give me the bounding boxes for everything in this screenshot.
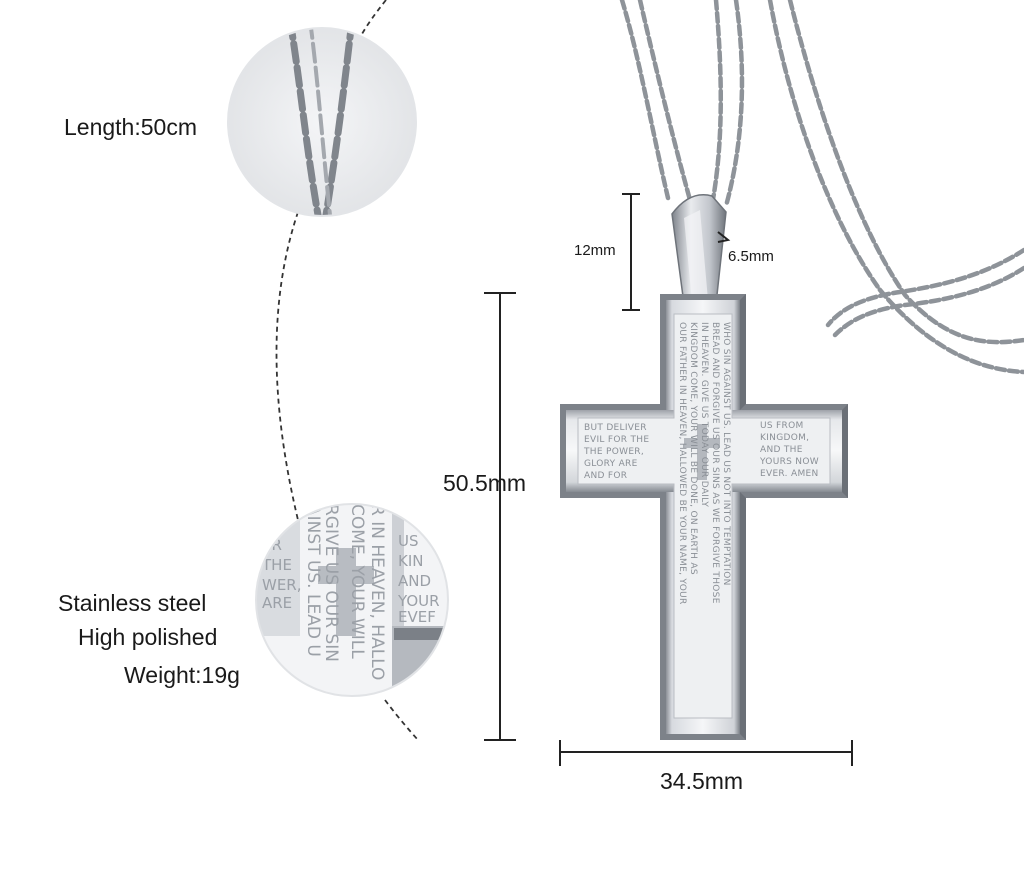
svg-text:THE POWER,: THE POWER,	[583, 447, 644, 457]
svg-text:AND THE: AND THE	[760, 445, 803, 455]
bail-height-label: 12mm	[574, 242, 616, 259]
chain-zoom-circle	[227, 27, 417, 217]
engraving-right-arm: US FROM KINGDOM, AND THE YOURS NOW EVER.…	[759, 421, 819, 479]
svg-text:AND FOR: AND FOR	[584, 471, 627, 481]
svg-text:RGIVE US OUR SIN: RGIVE US OUR SIN	[321, 504, 341, 662]
weight-label: Weight:19g	[124, 662, 240, 688]
svg-text:R IN HEAVEN, HALLO: R IN HEAVEN, HALLO	[367, 504, 387, 680]
cross-pendant: OUR FATHER IN HEAVEN, HALLOWED BE YOUR N…	[560, 294, 848, 740]
svg-text:ARE: ARE	[262, 594, 292, 612]
cross-width-label: 34.5mm	[660, 768, 744, 794]
chain	[619, 0, 1024, 375]
svg-text:BUT DELIVER: BUT DELIVER	[584, 423, 647, 433]
svg-text:EVEF: EVEF	[398, 608, 436, 626]
engraving-line-3: IN HEAVEN. GIVE US TODAY OUR DAILY	[699, 322, 709, 507]
svg-text:KIN: KIN	[398, 552, 423, 570]
engraving-line-1: OUR FATHER IN HEAVEN, HALLOWED BE YOUR N…	[677, 322, 687, 605]
engraving-line-5: WHO SIN AGAINST US. LEAD US NOT INTO TEM…	[721, 322, 731, 586]
bail	[671, 194, 727, 305]
svg-text:AINST US. LEAD U: AINST US. LEAD U	[303, 504, 323, 657]
engraving-left-arm: BUT DELIVER EVIL FOR THE THE POWER, GLOR…	[583, 423, 649, 481]
svg-text:KINGDOM,: KINGDOM,	[760, 433, 809, 443]
svg-text:YOUR: YOUR	[397, 592, 440, 610]
length-label: Length:50cm	[64, 114, 197, 140]
engraving-line-4: BREAD AND FORGIVE US OUR SINS AS WE FORG…	[710, 322, 720, 604]
material-label: Stainless steel	[58, 590, 207, 616]
finish-label: High polished	[78, 624, 218, 650]
svg-text:WER,: WER,	[262, 576, 302, 594]
svg-text:GLORY ARE: GLORY ARE	[584, 459, 638, 469]
svg-text:AND: AND	[398, 572, 431, 590]
svg-text:EVER. AMEN: EVER. AMEN	[760, 469, 819, 479]
leader-lines	[275, 0, 419, 741]
svg-text:EVIL FOR THE: EVIL FOR THE	[584, 435, 649, 445]
cross-height-label: 50.5mm	[443, 470, 527, 496]
svg-text:THE: THE	[261, 556, 292, 574]
svg-text:US FROM: US FROM	[760, 421, 804, 431]
engraving-zoom-circle: R IN HEAVEN, HALLO COME, YOUR WILL RGIVE…	[255, 503, 449, 697]
bail-width-label: 6.5mm	[728, 248, 774, 265]
svg-text:YOURS NOW: YOURS NOW	[759, 457, 819, 467]
engraving-line-2: KINGDOM COME, YOUR WILL BE DONE, ON EART…	[688, 322, 698, 575]
svg-text:COME, YOUR WILL: COME, YOUR WILL	[347, 504, 367, 659]
dimension-lines	[484, 193, 853, 766]
svg-text:US: US	[398, 532, 419, 550]
